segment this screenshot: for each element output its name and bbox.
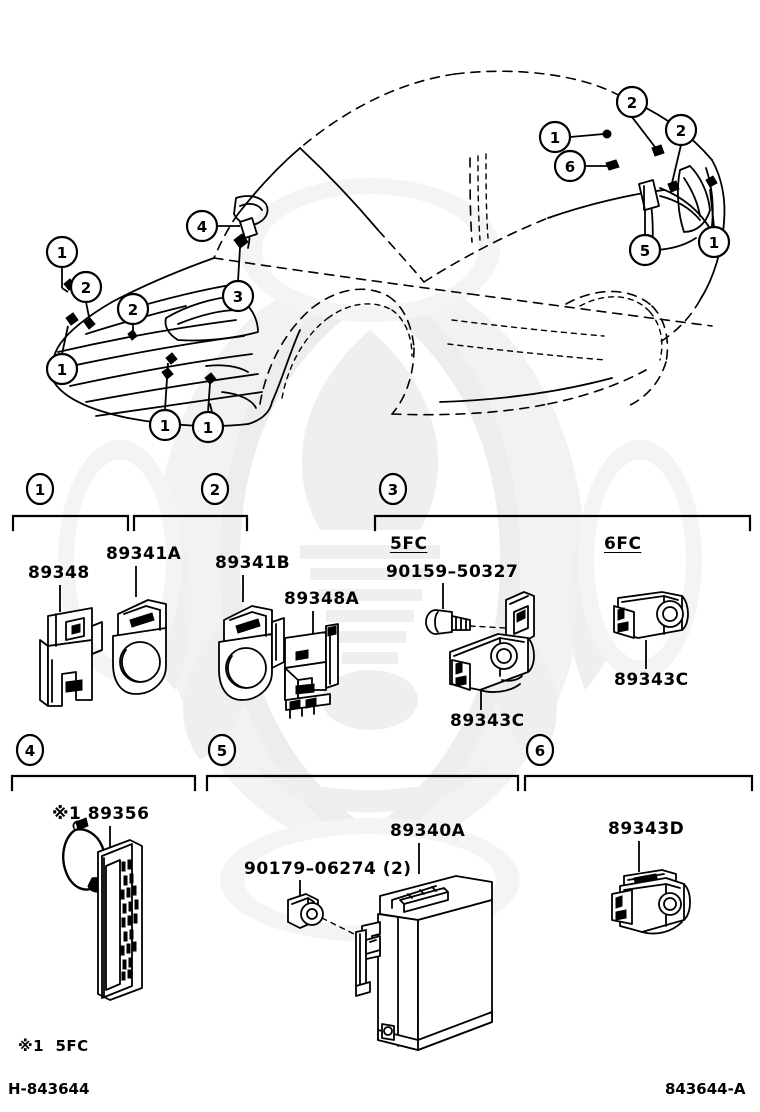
part-label-89341A: 89341A bbox=[106, 544, 182, 564]
vehicle-illustration bbox=[51, 70, 726, 427]
part-label-90159-50327: 90159–50327 bbox=[386, 562, 519, 582]
part-89348A-drawing bbox=[284, 623, 339, 719]
vehicle-callout-1f: 1 bbox=[708, 234, 720, 252]
vehicle-callout-4: 4 bbox=[196, 218, 208, 236]
vehicle-callout-1b: 1 bbox=[56, 361, 68, 379]
part-label-89343C-5fc: 89343C bbox=[450, 711, 525, 731]
variant-label-5FC: 5FC bbox=[390, 534, 428, 554]
vehicle-callout-3: 3 bbox=[232, 288, 244, 306]
group-number-3: 3 bbox=[387, 481, 399, 499]
part-label-89348A: 89348A bbox=[284, 589, 360, 609]
part-label-89340A: 89340A bbox=[390, 821, 466, 841]
part-89341A-drawing bbox=[112, 599, 167, 695]
part-label-89343D: 89343D bbox=[608, 819, 685, 839]
vehicle-sensor-markers bbox=[63, 129, 718, 385]
part-leader-lines bbox=[59, 566, 647, 899]
group-number-5: 5 bbox=[216, 742, 228, 760]
group-number-6: 6 bbox=[534, 742, 546, 760]
part-label-89343C-6fc: 89343C bbox=[614, 670, 689, 690]
vehicle-callout-1e: 1 bbox=[549, 129, 561, 147]
figure-code-left: H-843644 bbox=[8, 1080, 90, 1098]
vehicle-callout-1d: 1 bbox=[202, 419, 214, 437]
part-label-90179-06274: 90179–06274 (2) bbox=[244, 859, 412, 879]
part-89343D-drawing bbox=[611, 869, 691, 935]
vehicle-callout-1c: 1 bbox=[159, 417, 171, 435]
footnote-5fc: ※1 5FC bbox=[18, 1037, 89, 1055]
part-89343C-5FC-drawing bbox=[449, 591, 535, 693]
vehicle-callout-2c: 2 bbox=[626, 94, 638, 112]
part-90179-06274-drawing bbox=[287, 893, 363, 939]
part-89343C-6FC-drawing bbox=[613, 591, 689, 639]
part-89356-drawing bbox=[62, 817, 143, 1001]
part-89348-drawing bbox=[39, 607, 103, 707]
part-89341B-drawing bbox=[218, 605, 285, 701]
part-90159-50327-drawing bbox=[425, 609, 507, 635]
group-number-2: 2 bbox=[209, 481, 221, 499]
part-89340A-drawing bbox=[355, 875, 493, 1051]
group-number-4: 4 bbox=[24, 742, 36, 760]
part-label-89341B: 89341B bbox=[215, 553, 291, 573]
vehicle-callout-6: 6 bbox=[564, 158, 576, 176]
vehicle-callout-2a: 2 bbox=[80, 279, 92, 297]
vehicle-callout-5: 5 bbox=[639, 242, 651, 260]
vehicle-callout-2d: 2 bbox=[675, 122, 687, 140]
vehicle-callout-1a: 1 bbox=[56, 244, 68, 262]
figure-code-right: 843644-A bbox=[665, 1080, 746, 1098]
part-label-89356: ※1 89356 bbox=[52, 804, 150, 824]
variant-label-6FC: 6FC bbox=[604, 534, 642, 554]
vehicle-callout-2b: 2 bbox=[127, 301, 139, 319]
part-label-89348: 89348 bbox=[28, 563, 90, 583]
group-number-1: 1 bbox=[34, 481, 46, 499]
callout-leaders bbox=[61, 116, 715, 413]
group-brackets bbox=[10, 472, 754, 792]
callout-circles bbox=[45, 85, 731, 444]
